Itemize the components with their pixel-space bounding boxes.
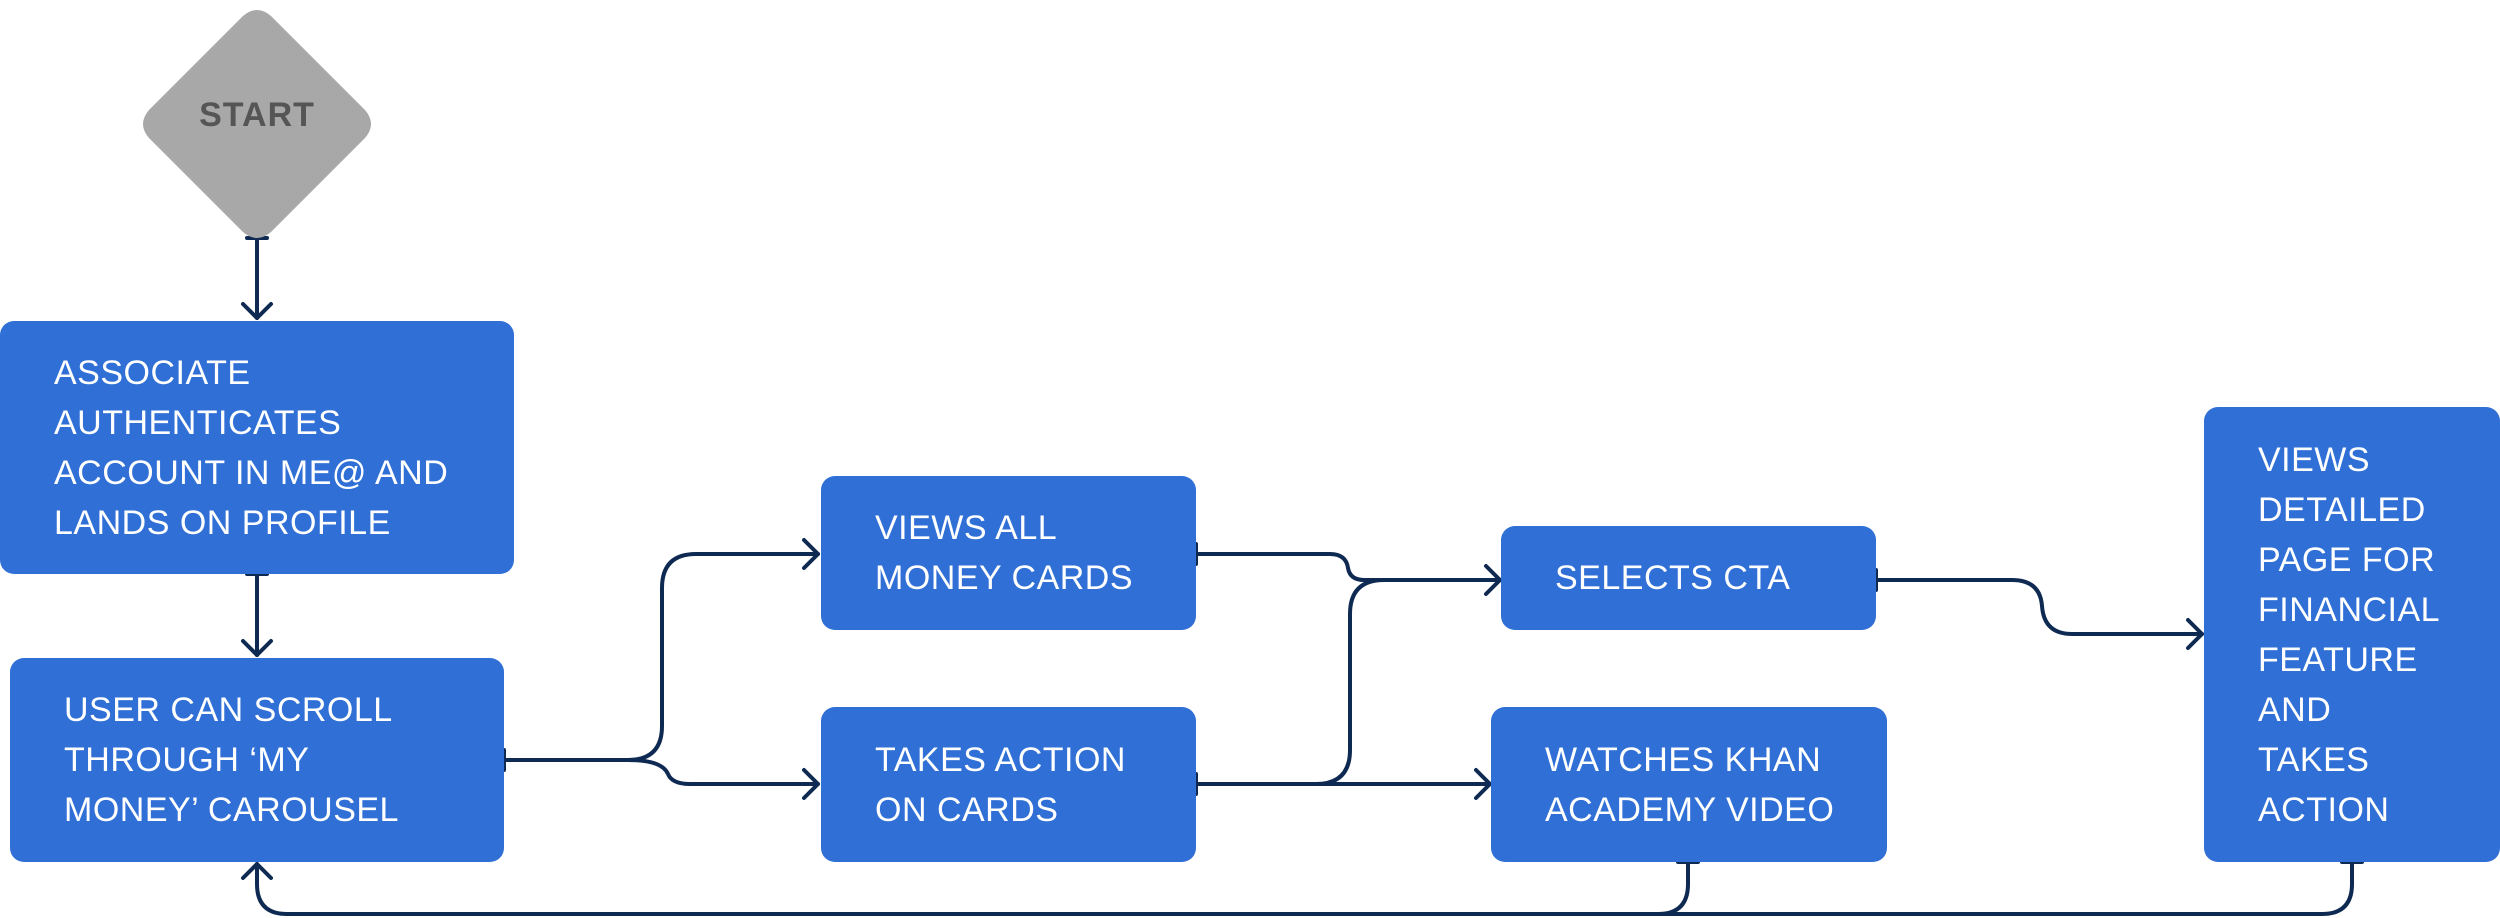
arrowhead xyxy=(1484,564,1502,596)
start-label: START xyxy=(199,96,315,134)
connector-cta-to-detailed-page xyxy=(1874,578,2204,636)
connector-return-to-scroll xyxy=(255,860,2354,916)
connector-takes-action-to-cta xyxy=(1194,578,1386,786)
node-detailed-page-label: VIEWS DETAILED PAGE FOR FINANCIAL FEATUR… xyxy=(2258,440,2441,829)
start-diamond xyxy=(143,10,371,238)
node-detailed-page: VIEWS DETAILED PAGE FOR FINANCIAL FEATUR… xyxy=(2204,407,2500,862)
node-views-money-cards-label: VIEWS ALL MONEY CARDS xyxy=(875,509,1134,597)
arrowhead xyxy=(2186,618,2204,650)
node-authenticate-label: ASSOCIATE AUTHENTICATES ACCOUNT IN ME@ A… xyxy=(54,353,449,542)
arrowhead xyxy=(241,639,273,657)
connector-video-return xyxy=(1656,860,1690,916)
node-takes-action-label: TAKES ACTION ON CARDS xyxy=(875,740,1126,829)
connector-views-cards-to-cta xyxy=(1194,552,1502,582)
node-scroll-carousel-label: USER CAN SCROLL THROUGH ‘MY MONEY’ CAROU… xyxy=(64,691,399,829)
arrowhead xyxy=(241,862,273,880)
arrowhead xyxy=(802,768,820,800)
node-scroll-carousel: USER CAN SCROLL THROUGH ‘MY MONEY’ CAROU… xyxy=(10,658,504,862)
node-views-money-cards: VIEWS ALL MONEY CARDS xyxy=(821,476,1196,630)
connector-scroll-to-takes-action xyxy=(626,758,820,786)
node-selects-cta: SELECTS CTA xyxy=(1501,526,1876,630)
arrowhead xyxy=(802,538,820,570)
connector-scroll-to-views-cards xyxy=(502,552,820,762)
arrowhead xyxy=(241,302,273,320)
node-watches-video: WATCHES KHAN ACADEMY VIDEO xyxy=(1491,707,1887,862)
node-selects-cta-label: SELECTS CTA xyxy=(1555,559,1791,597)
node-watches-video-label: WATCHES KHAN ACADEMY VIDEO xyxy=(1545,740,1835,829)
arrowhead xyxy=(1474,768,1492,800)
node-authenticate: ASSOCIATE AUTHENTICATES ACCOUNT IN ME@ A… xyxy=(0,321,514,574)
node-takes-action: TAKES ACTION ON CARDS xyxy=(821,707,1196,862)
